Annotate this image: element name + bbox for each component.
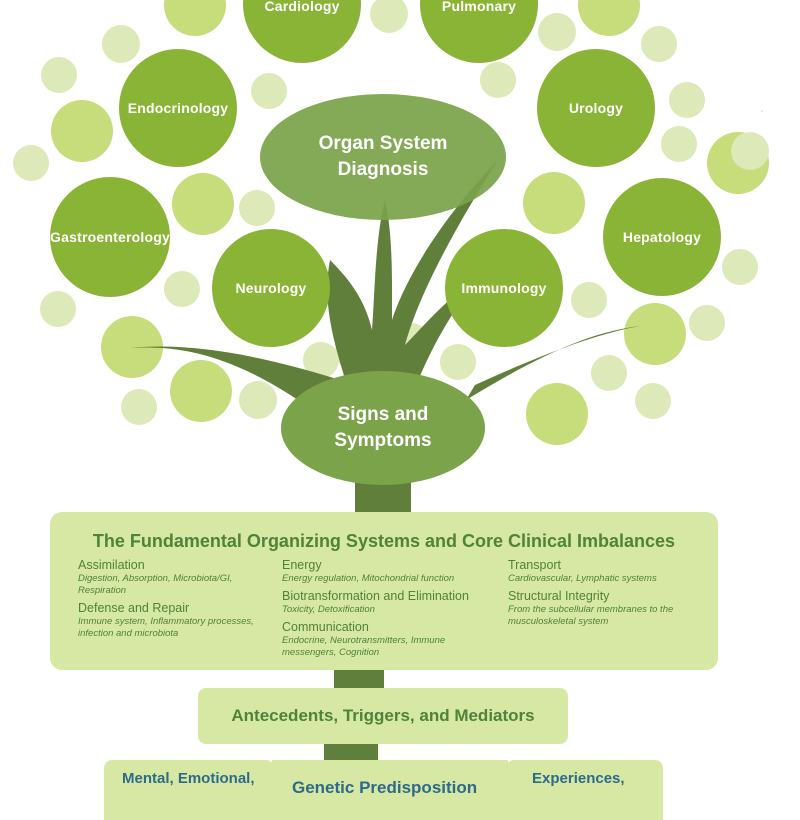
system-detail: Cardiovascular, Lymphatic systems: [508, 573, 657, 584]
antecedents-box: Antecedents, Triggers, and Mediators: [198, 688, 568, 744]
signs-symptoms-ellipse: [281, 371, 485, 485]
foundation-right-label: Experiences,: [532, 770, 625, 787]
system-heading: Assimilation: [78, 558, 145, 572]
foundation-left-label: Mental, Emotional,: [122, 770, 255, 787]
system-detail: Immune system, Inflammatory processes, i…: [78, 616, 254, 639]
specialty-circle-cardiology: [243, 0, 361, 63]
specialty-label-neurology: Neurology: [235, 280, 307, 296]
specialty-circle-hepatology: [603, 178, 721, 296]
specialty-label-immunology: Immunology: [461, 280, 547, 296]
core-column-3: Transport Cardiovascular, Lymphatic syst…: [508, 558, 698, 632]
system-detail: Energy regulation, Mitochondrial functio…: [282, 573, 455, 584]
specialty-circles: [50, 0, 721, 347]
specialty-label-cardiology: Cardiology: [264, 0, 340, 14]
specialty-label-endocrinology: Endocrinology: [127, 100, 229, 116]
core-column-1: Assimilation Digestion, Absorption, Micr…: [78, 558, 278, 644]
specialty-label-hepatology: Hepatology: [622, 229, 702, 245]
organ-system-diagnosis-title: Organ System Diagnosis: [318, 133, 448, 180]
foundation-center-label: Genetic Predisposition: [292, 778, 478, 797]
core-column-2: Energy Energy regulation, Mitochondrial …: [282, 558, 497, 663]
specialty-circle-immunology: [445, 229, 563, 347]
foundation-box-left: [104, 760, 274, 820]
specialty-label-urology: Urology: [568, 100, 624, 116]
system-heading: Transport: [508, 558, 562, 572]
organ-system-ellipse: [260, 94, 506, 220]
decorative-circles: [13, 0, 769, 445]
core-panel-title: The Fundamental Organizing Systems and C…: [92, 531, 676, 551]
specialty-circle-neurology: [212, 229, 330, 347]
system-heading: Communication: [282, 620, 369, 634]
specialty-label-gastroenterology: Gastroenterology: [50, 229, 170, 245]
specialty-circle-endocrinology: [119, 49, 237, 167]
specialty-label-pulmonary: Pulmonary: [441, 0, 517, 14]
tree-diagram: [13, 0, 769, 762]
system-heading: Defense and Repair: [78, 601, 190, 615]
system-heading: Structural Integrity: [508, 589, 610, 603]
system-detail: From the subcellular membranes to the mu…: [508, 604, 674, 627]
signs-symptoms-title: Signs and Symptoms: [334, 404, 432, 451]
system-detail: Endocrine, Neurotransmitters, Immune mes…: [282, 635, 446, 658]
foundation-box-right: [506, 760, 663, 820]
system-heading: Biotransformation and Elimination: [282, 589, 469, 603]
specialty-circle-pulmonary: [420, 0, 538, 63]
core-imbalances-panel: The Fundamental Organizing Systems and C…: [50, 512, 718, 670]
specialty-circle-gastroenterology: [50, 177, 170, 297]
system-heading: Energy: [282, 558, 322, 572]
system-detail: Toxicity, Detoxification: [282, 604, 375, 615]
system-detail: Digestion, Absorption, Microbiota/GI, Re…: [78, 573, 233, 596]
specialty-circle-urology: [537, 49, 655, 167]
